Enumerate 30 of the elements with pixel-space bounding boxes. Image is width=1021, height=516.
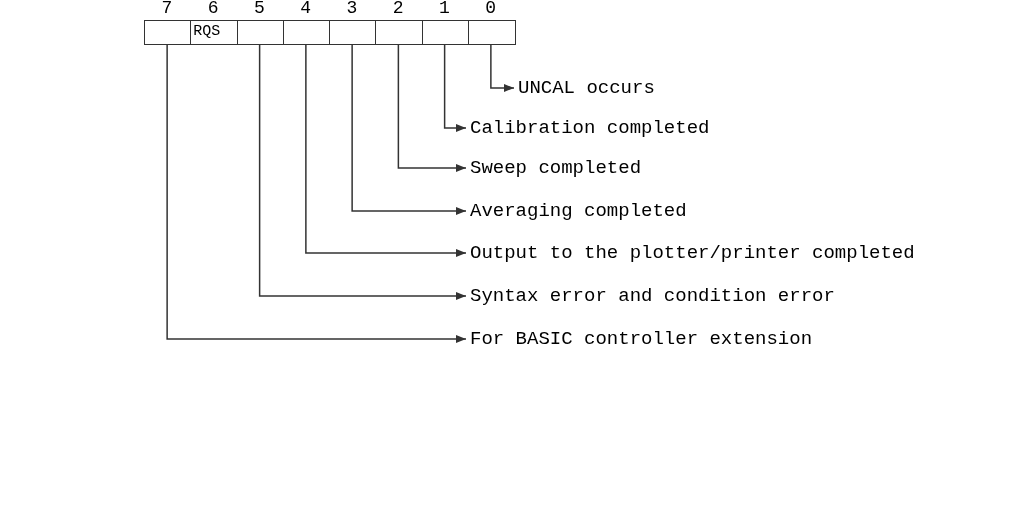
bit-description: Sweep completed xyxy=(466,157,642,179)
bit-description: Syntax error and condition error xyxy=(466,285,835,307)
bit-cell xyxy=(282,20,331,45)
bit-description: Calibration completed xyxy=(466,117,710,139)
arrow xyxy=(166,44,467,343)
arrow xyxy=(351,44,467,215)
arrow xyxy=(258,44,467,300)
arrow xyxy=(490,44,515,92)
bit-number: 5 xyxy=(253,0,266,18)
arrow xyxy=(397,44,467,172)
bit-number: 3 xyxy=(345,0,359,18)
bit-description: For BASIC controller extension xyxy=(466,328,813,350)
bit-description: Output to the plotter/printer completed xyxy=(466,242,915,264)
bit-cell xyxy=(144,20,192,45)
bit-number: 6 xyxy=(206,0,220,18)
bit-cell xyxy=(329,20,377,45)
bit-number: 4 xyxy=(299,0,313,18)
bit-number: 2 xyxy=(391,0,405,18)
arrow xyxy=(443,44,467,132)
bit-cell xyxy=(467,20,516,45)
bit-cell xyxy=(375,20,423,45)
bit-number: 0 xyxy=(484,0,498,18)
bit-description: Averaging completed xyxy=(466,200,687,222)
bit-number: 7 xyxy=(160,0,174,18)
bit-cell xyxy=(236,20,285,45)
bit-number: 1 xyxy=(438,0,451,18)
bit-cell: RQS xyxy=(190,20,238,45)
bit-description: UNCAL occurs xyxy=(514,77,655,99)
bit-cell xyxy=(421,20,470,45)
arrow xyxy=(305,44,467,257)
